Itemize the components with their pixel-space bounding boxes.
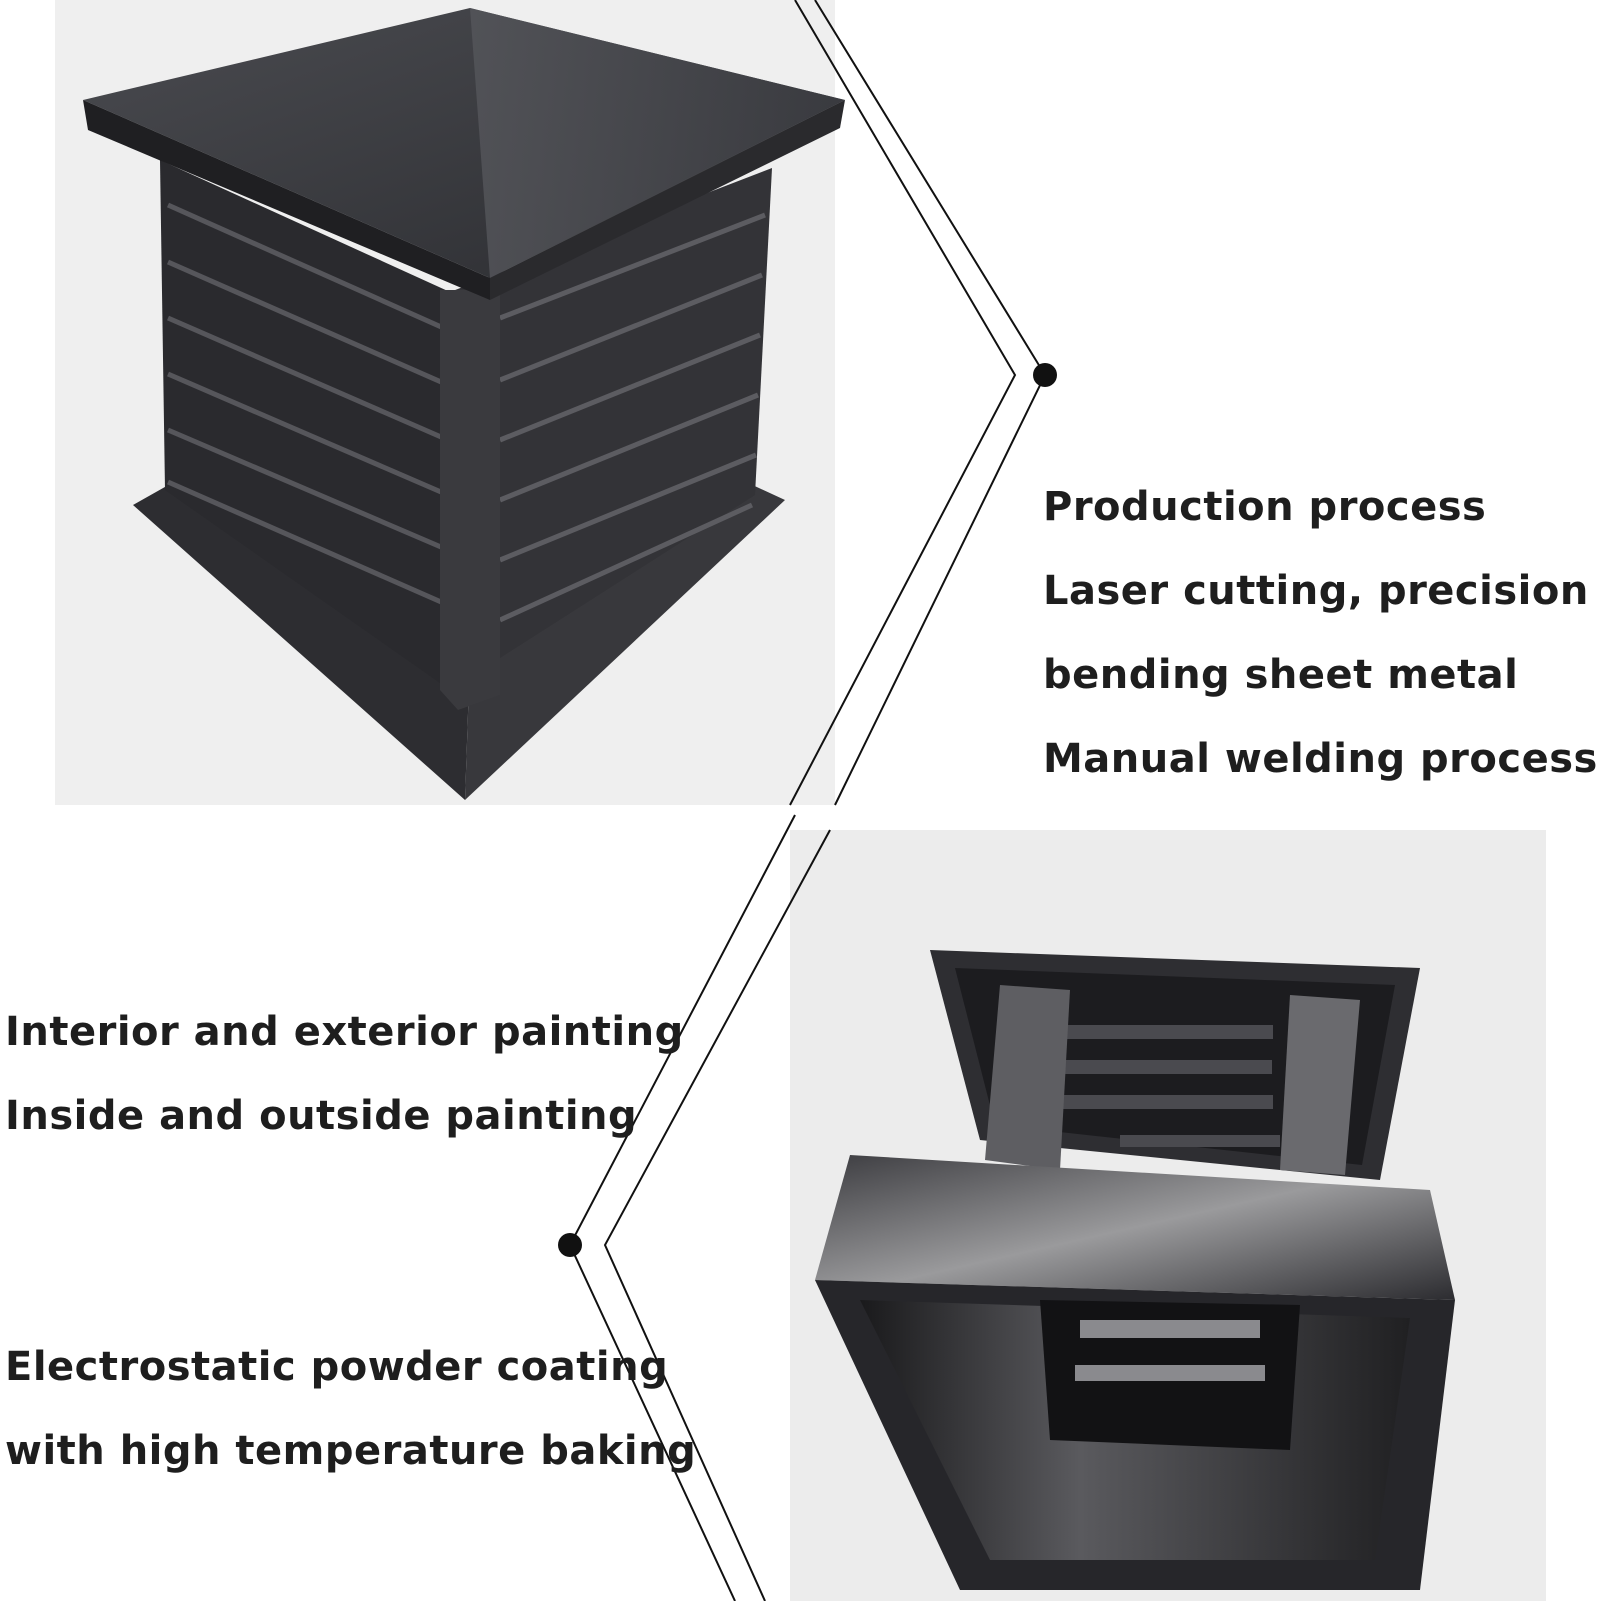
text-line: Electrostatic powder coating <box>5 1344 669 1390</box>
text-line: Manual welding process <box>1043 736 1598 782</box>
divider-dot-top <box>1033 363 1057 387</box>
cupola-vent-photo <box>83 8 845 800</box>
painting-text: Interior and exterior painting Inside an… <box>5 990 684 1158</box>
divider-dot-bottom <box>558 1233 582 1257</box>
vent-underside-photo <box>815 950 1455 1590</box>
powder-coating-text: Electrostatic powder coating with high t… <box>5 1325 696 1493</box>
text-line: Interior and exterior painting <box>5 1009 684 1055</box>
text-line: Inside and outside painting <box>5 1093 638 1139</box>
text-line: bending sheet metal <box>1043 652 1519 698</box>
text-line: Laser cutting, precision <box>1043 568 1589 614</box>
text-line: with high temperature baking <box>5 1428 697 1474</box>
text-line: Production process <box>1043 484 1487 530</box>
production-process-text: Production process Laser cutting, precis… <box>1043 465 1598 801</box>
